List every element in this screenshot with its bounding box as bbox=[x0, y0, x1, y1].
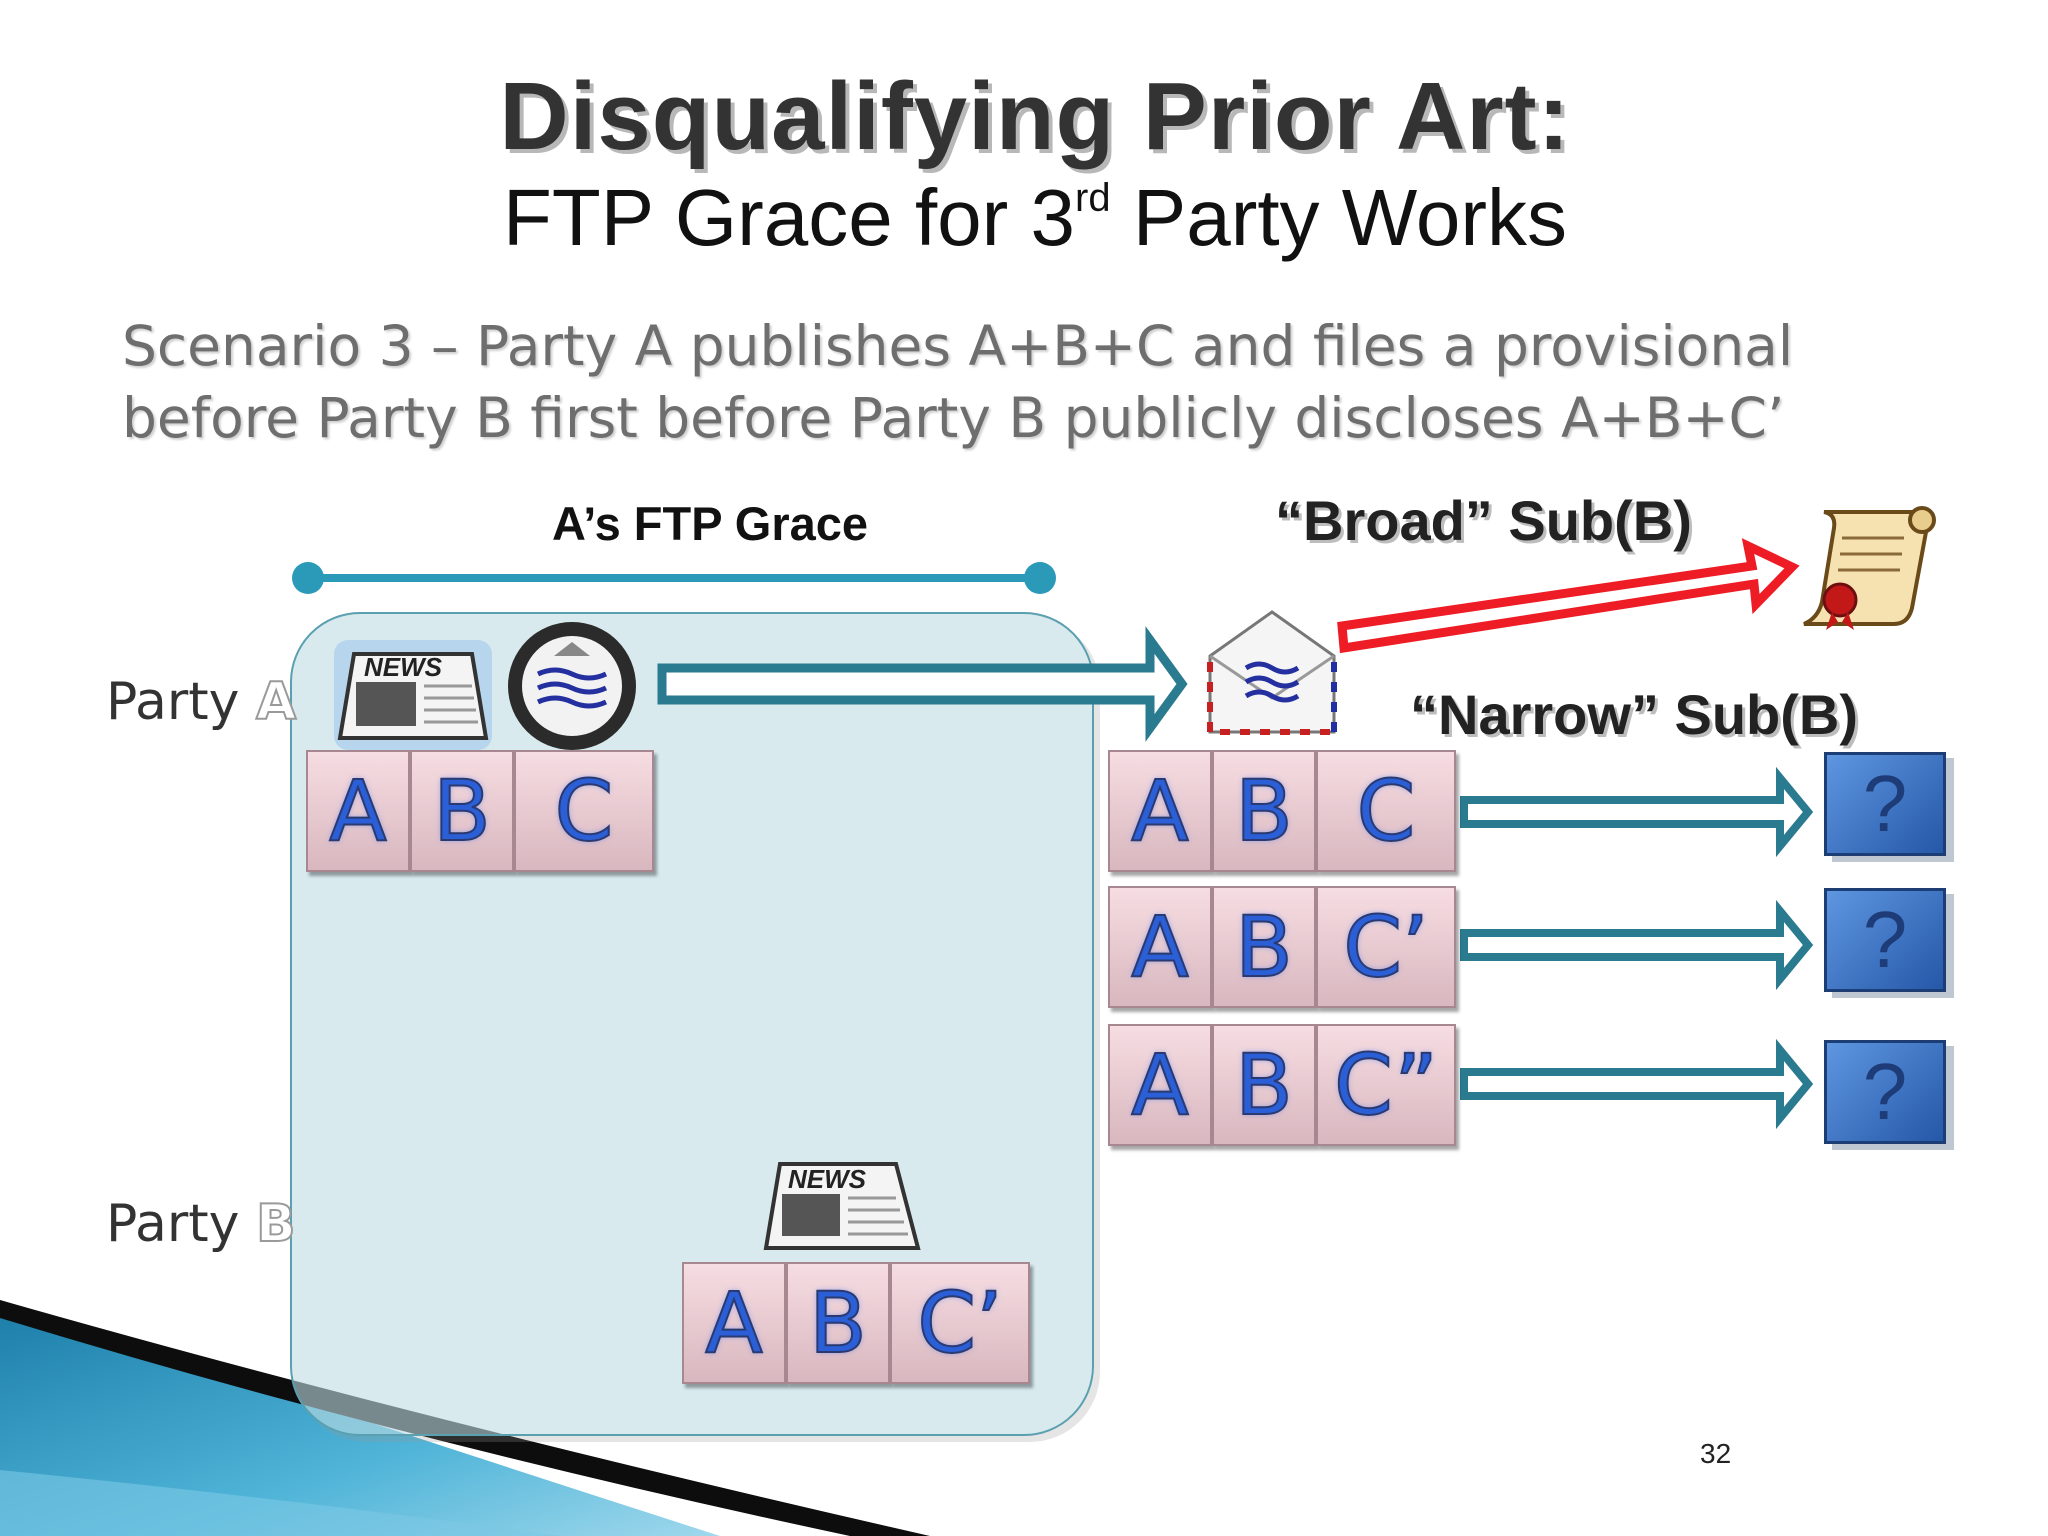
party-b-letter: B bbox=[255, 1193, 297, 1255]
block-a: A bbox=[682, 1262, 786, 1384]
block-a: A bbox=[306, 750, 410, 872]
block-a: A bbox=[1108, 886, 1212, 1008]
slide-subtitle: FTP Grace for 3rd Party Works bbox=[0, 170, 2048, 266]
page-number: 32 bbox=[1700, 1438, 1732, 1469]
party-a-blocks: A B C bbox=[306, 750, 654, 872]
broad-sub-arrow bbox=[1337, 538, 1800, 654]
block-b: B bbox=[786, 1262, 890, 1384]
question-box-icon: ? bbox=[1824, 752, 1946, 856]
grace-period-line bbox=[292, 562, 1056, 594]
provisional-filing-icon bbox=[508, 622, 636, 750]
scenario-description: Scenario 3 – Party A publishes A+B+C and… bbox=[122, 310, 1902, 454]
result-arrow-1 bbox=[1460, 766, 1814, 858]
party-a-letter: A bbox=[255, 671, 297, 733]
block-b: B bbox=[1212, 750, 1316, 872]
block-a: A bbox=[1108, 750, 1212, 872]
scenario-line-1: Scenario 3 – Party A publishes A+B+C and… bbox=[122, 314, 1794, 378]
party-a-label: Party A bbox=[106, 671, 297, 733]
right-row-3-blocks: A B C” bbox=[1108, 1024, 1456, 1146]
block-c: C bbox=[1316, 750, 1456, 872]
news-icon-party-b: NEWS bbox=[763, 1162, 921, 1250]
right-row-1-blocks: A B C bbox=[1108, 750, 1456, 872]
block-b: B bbox=[410, 750, 514, 872]
party-a-filing-arrow bbox=[657, 626, 1188, 742]
news-icon-text: NEWS bbox=[788, 1164, 867, 1194]
result-arrow-2 bbox=[1460, 899, 1814, 991]
slide-title: Disqualifying Prior Art: bbox=[499, 63, 1571, 170]
block-c-double-prime: C” bbox=[1316, 1024, 1456, 1146]
party-b-label: Party B bbox=[106, 1193, 297, 1255]
block-c-prime: C’ bbox=[890, 1262, 1030, 1384]
grace-period-label: A’s FTP Grace bbox=[551, 497, 869, 550]
subtitle-superscript: rd bbox=[1075, 176, 1111, 220]
block-b: B bbox=[1212, 1024, 1316, 1146]
block-a: A bbox=[1108, 1024, 1212, 1146]
subtitle-main: FTP Grace for 3 bbox=[503, 173, 1076, 262]
envelope-icon bbox=[1207, 610, 1337, 735]
subtitle-rest: Party Works bbox=[1110, 173, 1567, 262]
question-box-icon: ? bbox=[1824, 888, 1946, 992]
right-row-2-blocks: A B C’ bbox=[1108, 886, 1456, 1008]
narrow-sub-label: “Narrow” Sub(B) bbox=[1410, 683, 1858, 746]
block-c: C bbox=[514, 750, 654, 872]
result-arrow-3 bbox=[1460, 1038, 1814, 1130]
block-b: B bbox=[1212, 886, 1316, 1008]
party-b-prefix: Party bbox=[106, 1194, 256, 1254]
broad-sub-label: “Broad” Sub(B) bbox=[1275, 489, 1692, 552]
party-b-blocks: A B C’ bbox=[682, 1262, 1030, 1384]
block-c-prime: C’ bbox=[1316, 886, 1456, 1008]
news-icon: NEWS bbox=[334, 640, 492, 750]
party-a-prefix: Party bbox=[106, 672, 256, 732]
scenario-line-2: before Party B first before Party B publ… bbox=[122, 386, 1785, 450]
patent-scroll-icon bbox=[1803, 506, 1936, 630]
news-icon-text: NEWS bbox=[364, 652, 443, 682]
question-box-icon: ? bbox=[1824, 1040, 1946, 1144]
